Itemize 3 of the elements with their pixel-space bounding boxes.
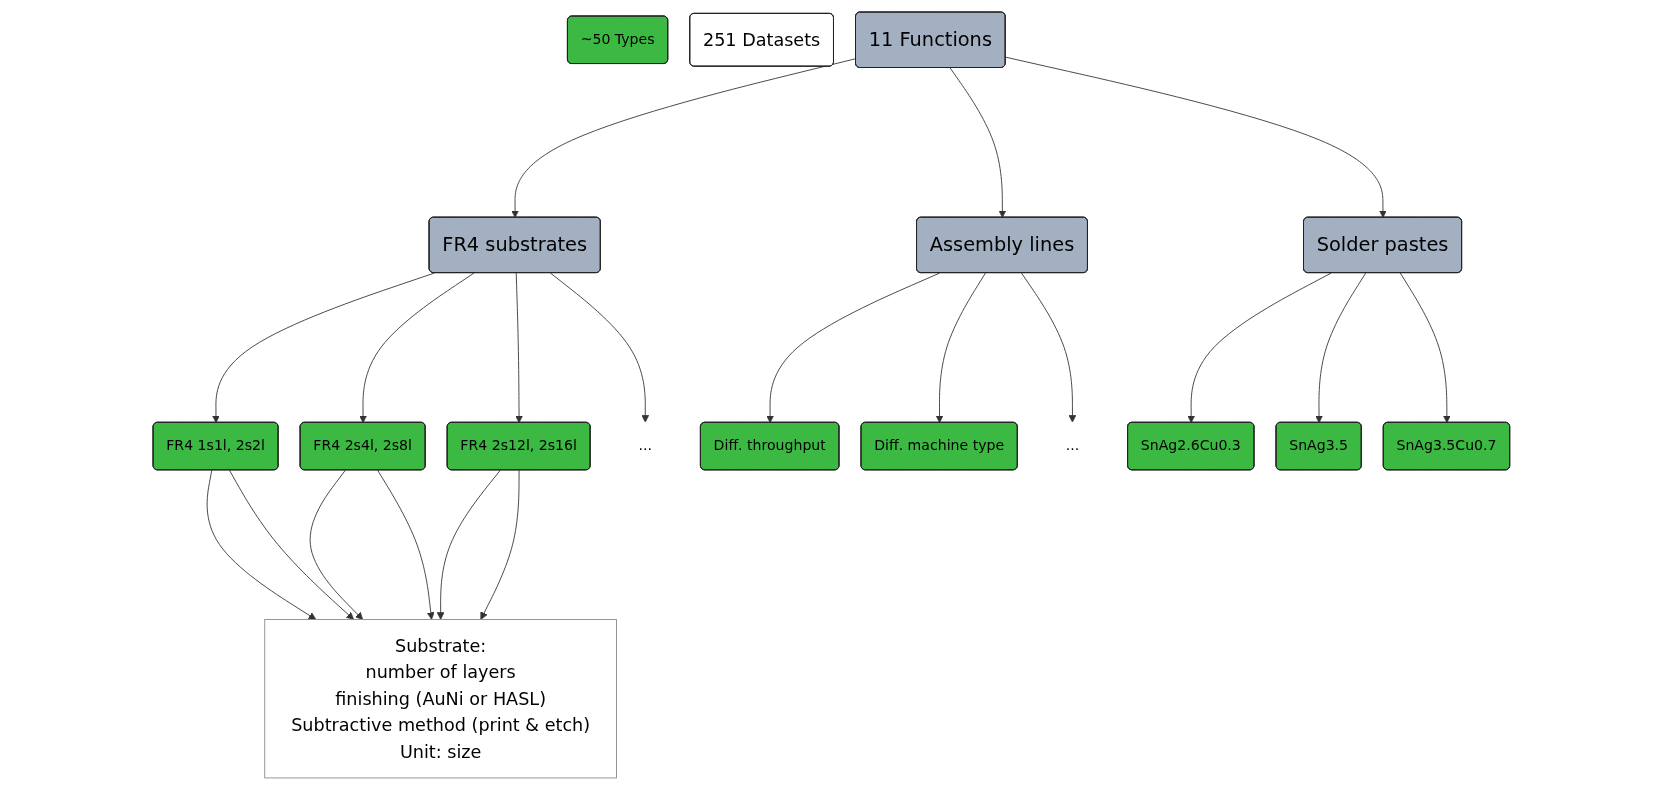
node-box: Substrate: number of layers finishing (AuNi or HASL) Subtractive method (print & etch) Unit: size — [263, 618, 617, 778]
node-text: ... — [638, 436, 652, 454]
node-text: ... — [1065, 436, 1079, 454]
